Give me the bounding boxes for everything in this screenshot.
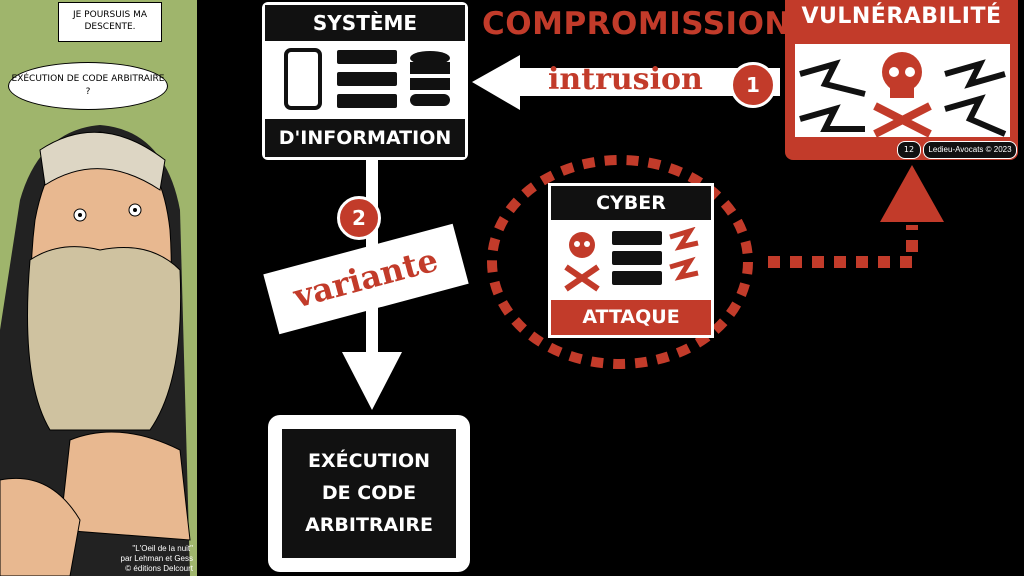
comic-credit: "L'Oeil de la nuit" par Lehman et Gess ©… — [121, 544, 193, 574]
systeme-title: SYSTÈME — [265, 5, 465, 41]
dotted-arrow-head — [880, 165, 944, 222]
devices-icon — [284, 48, 450, 110]
credit-publisher: © éditions Delcourt — [125, 564, 193, 573]
intrusion-label: intrusion — [548, 62, 703, 97]
execution-line: EXÉCUTION — [307, 450, 431, 472]
credit-authors: par Lehman et Gess — [120, 554, 193, 563]
execution-line: DE CODE — [321, 482, 417, 504]
dotted-arrow — [768, 225, 918, 268]
compromission-label: COMPROMISSION — [482, 6, 791, 42]
execution-box: EXÉCUTION DE CODE ARBITRAIRE — [268, 415, 470, 572]
cyber-attaque-box: CYBER ATTAQUE — [548, 183, 714, 338]
comic-panel: JE POURSUIS MA DESCENTE. EXÉCUTION DE CO… — [0, 0, 197, 576]
vulnerabilite-box: VULNÉRABILITÉ 12 Ledieu-Avocats © 2023 — [785, 0, 1018, 160]
speech-bubble: EXÉCUTION DE CODE ARBITRAIRE ? — [8, 62, 168, 110]
cyber-subtitle: ATTAQUE — [551, 300, 711, 335]
old-man-illustration — [0, 125, 191, 576]
execution-text: EXÉCUTION DE CODE ARBITRAIRE — [282, 429, 456, 558]
comic-caption: JE POURSUIS MA DESCENTE. — [58, 2, 162, 42]
skull-lightning-icon — [795, 44, 1010, 137]
intrusion-arrow — [472, 55, 780, 110]
cyber-title: CYBER — [551, 186, 711, 220]
skull-server-icon — [564, 227, 699, 292]
dotted-ellipse — [487, 155, 753, 369]
credit-title: "L'Oeil de la nuit" — [132, 544, 193, 553]
vulnerabilite-title: VULNÉRABILITÉ — [801, 4, 1002, 29]
step-2-badge: 2 — [337, 196, 381, 240]
variante-arrow-head — [342, 352, 402, 410]
page-number: 12 — [897, 141, 921, 159]
systeme-subtitle: D'INFORMATION — [265, 119, 465, 157]
copyright: Ledieu-Avocats © 2023 — [923, 141, 1017, 159]
systeme-box: SYSTÈME D'INFORMATION — [262, 2, 468, 160]
step-1-badge: 1 — [730, 62, 776, 108]
execution-line: ARBITRAIRE — [305, 514, 433, 536]
